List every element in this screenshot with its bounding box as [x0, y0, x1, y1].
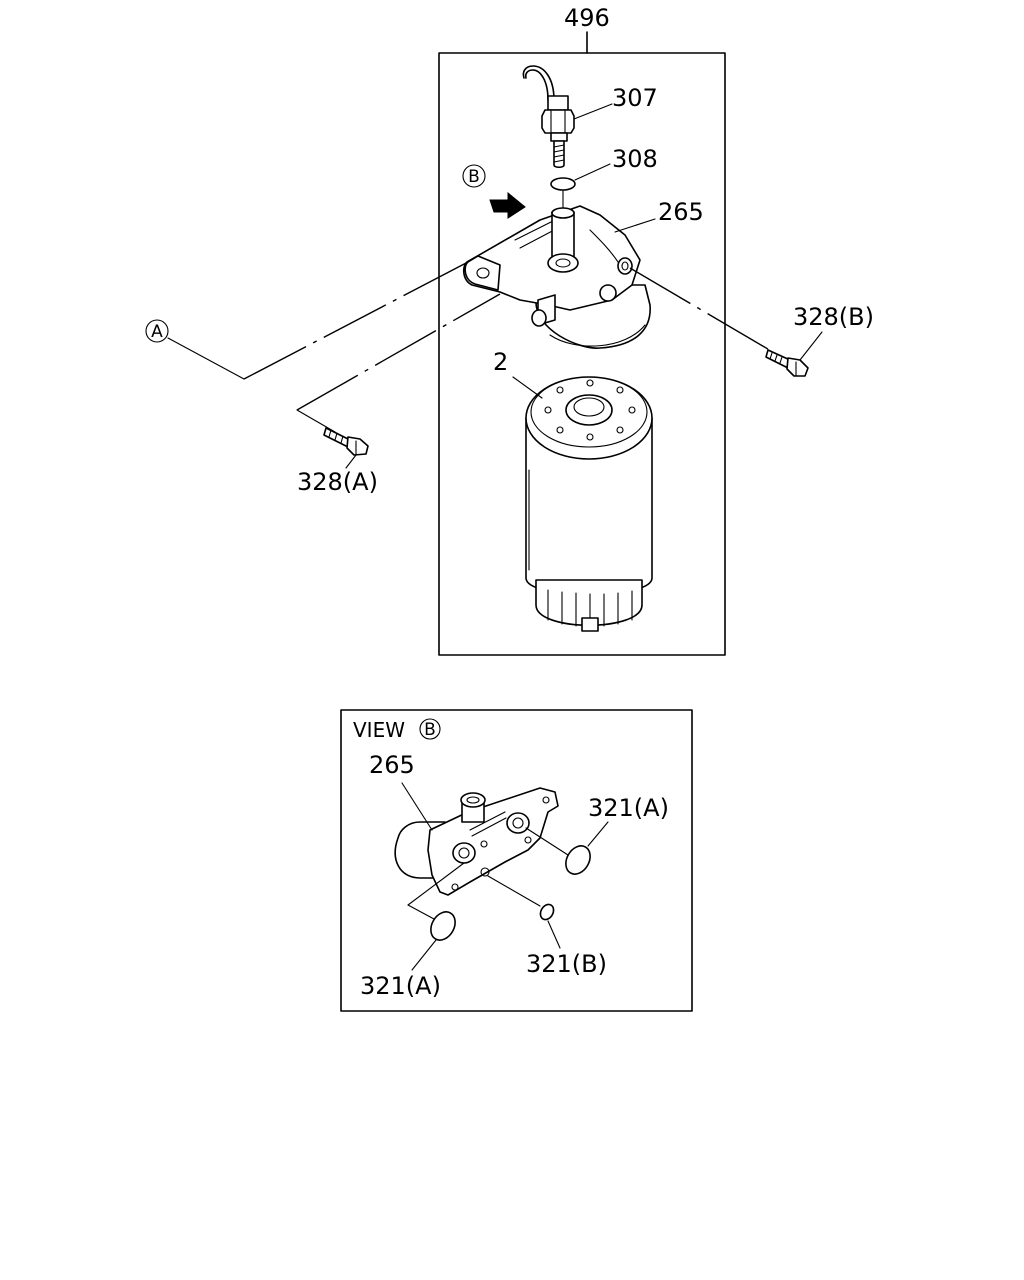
filter-head-label: 265 [658, 198, 704, 226]
bolt-328a [323, 427, 369, 456]
svg-text:A: A [151, 322, 163, 342]
bolt-a-label: 328(A) [297, 468, 378, 496]
view-direction-arrow [489, 191, 526, 219]
o-ring-321a-lower [430, 911, 456, 941]
assembly-frame [438, 52, 726, 656]
o-ring-b-label: 321(B) [526, 950, 607, 978]
sensor-switch [522, 65, 575, 169]
bolt-328b [765, 349, 809, 377]
o-ring-308 [550, 177, 576, 191]
sensor-switch-label: 307 [612, 84, 658, 112]
svg-text:B: B [424, 720, 436, 740]
detail-view-frame [340, 709, 693, 1012]
detail-view-title: VIEW [353, 718, 405, 742]
ref-a-marker: A [145, 319, 169, 343]
svg-text:B: B [468, 167, 480, 187]
assembly-number-label: 496 [564, 4, 610, 32]
o-ring-321b [539, 903, 555, 921]
detail-head-label: 265 [369, 751, 415, 779]
o-ring-a-upper-label: 321(A) [588, 794, 669, 822]
o-ring-a-lower-label: 321(A) [360, 972, 441, 1000]
detail-view-letter: B [419, 718, 441, 740]
filter-cartridge [525, 376, 653, 632]
detail-filter-head [394, 787, 559, 896]
filter-head [462, 205, 651, 349]
o-ring-321a-upper [565, 845, 591, 875]
view-b-reference: B [462, 164, 486, 188]
bolt-b-label: 328(B) [793, 303, 874, 331]
o-ring-label: 308 [612, 145, 658, 173]
cartridge-label: 2 [493, 348, 508, 376]
